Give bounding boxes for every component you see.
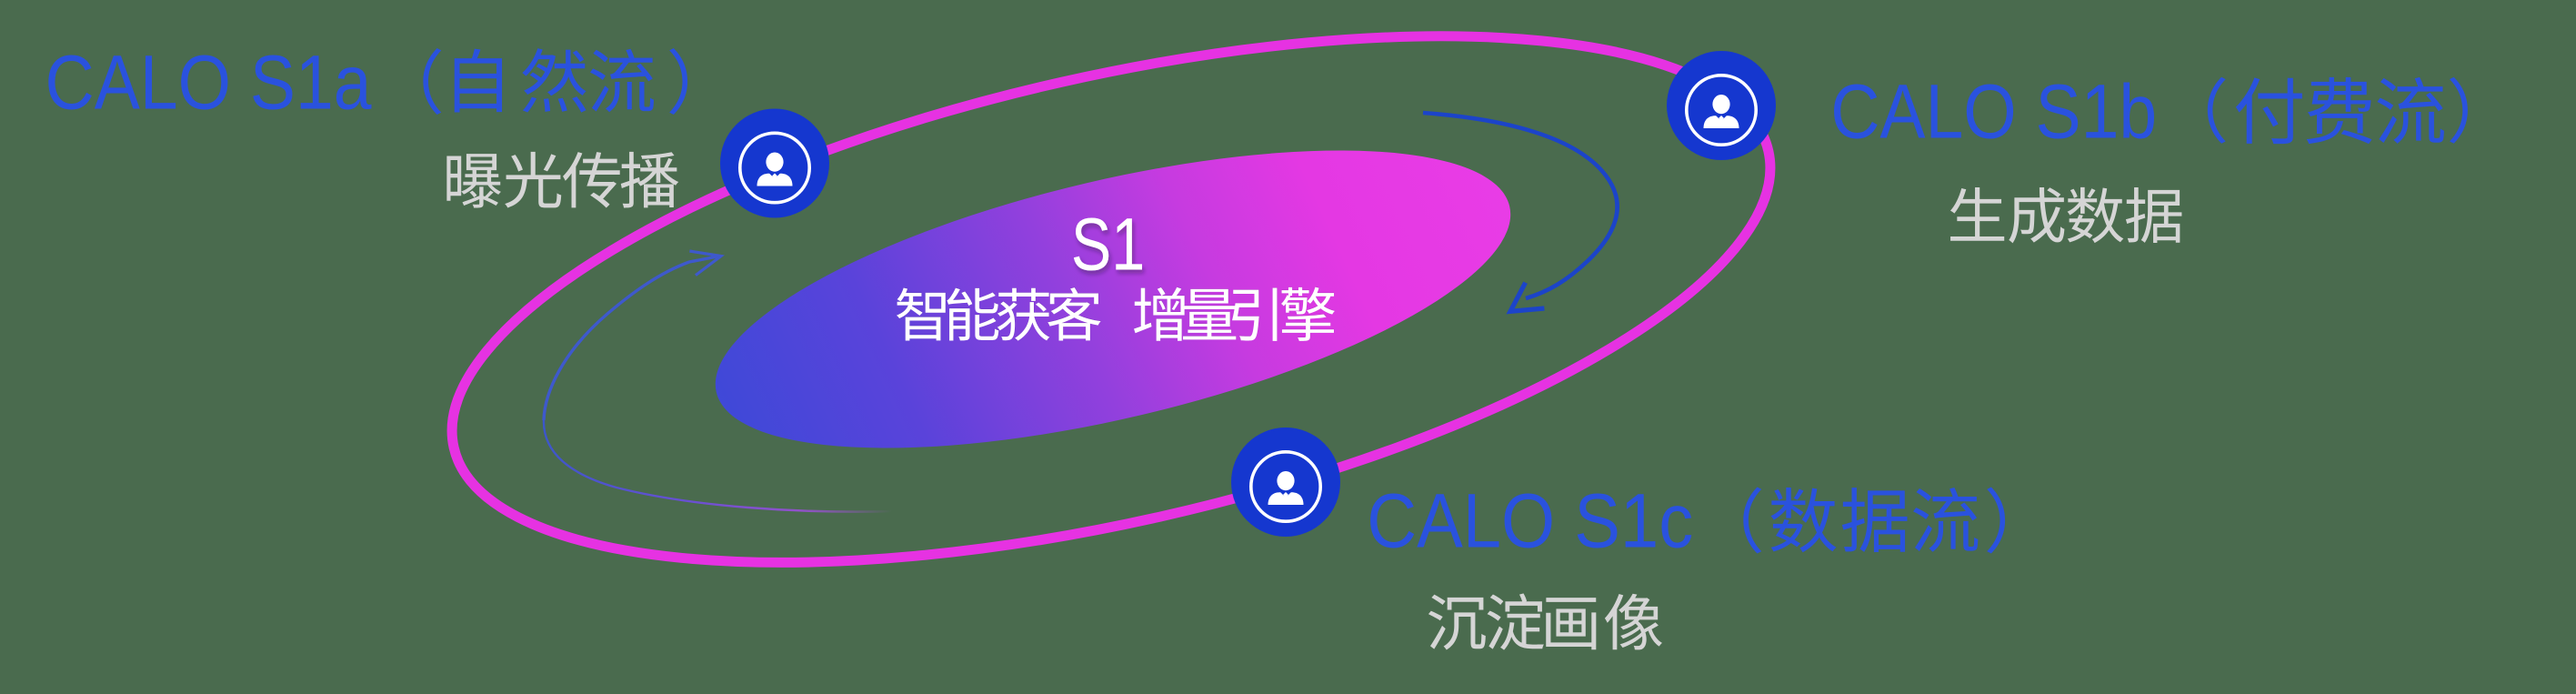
svg-text:CALO S1b: CALO S1b xyxy=(1830,69,2157,155)
svg-text:S1: S1 xyxy=(1071,204,1145,287)
svg-text:CALO S1c: CALO S1c xyxy=(1367,478,1693,564)
svg-text:CALO S1a: CALO S1a xyxy=(45,40,372,126)
